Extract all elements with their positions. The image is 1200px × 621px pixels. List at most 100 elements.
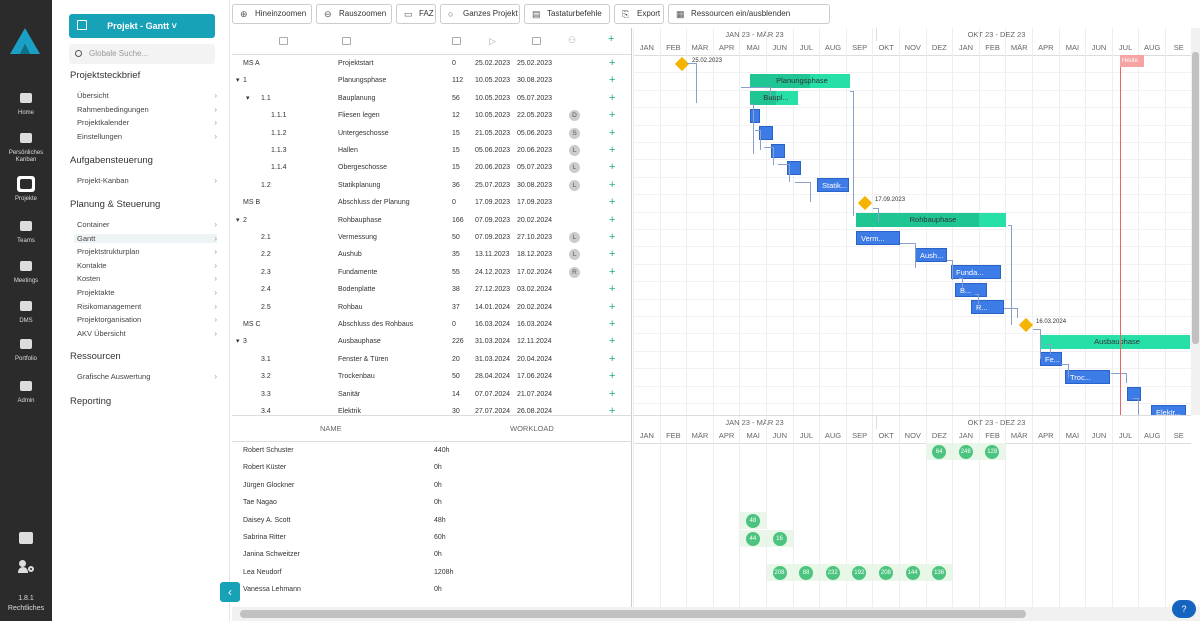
sidebar-item[interactable]: Einstellungen› (77, 132, 217, 141)
name-column-header[interactable]: NAME (320, 424, 342, 433)
app-logo[interactable] (8, 26, 42, 56)
sidebar-item[interactable]: Projekt-Kanban› (77, 176, 217, 185)
export-button[interactable]: ⎘Export (614, 4, 664, 24)
add-subtask-icon[interactable]: + (609, 248, 616, 261)
project-view-dropdown[interactable]: Projekt - Gantt ˅ (69, 14, 215, 38)
nav-item[interactable]: Projekte (0, 176, 52, 203)
legal-link[interactable]: Rechtliches (7, 605, 45, 612)
expand-toggle-icon[interactable]: ▾ (246, 94, 250, 102)
sidebar-item[interactable]: Risikomanagement› (77, 302, 217, 311)
sidebar-item[interactable]: Projektorganisation› (77, 315, 217, 324)
add-subtask-icon[interactable]: + (609, 178, 616, 191)
add-subtask-icon[interactable]: + (609, 57, 616, 69)
add-subtask-icon[interactable]: + (609, 74, 616, 87)
nav-item[interactable]: Admin (0, 378, 52, 405)
expand-toggle-icon[interactable]: ▾ (236, 77, 240, 85)
calendar-icon[interactable] (279, 37, 288, 45)
task-bar[interactable]: Aush... (915, 247, 947, 262)
help-icon[interactable]: ? (1172, 600, 1196, 618)
add-subtask-icon[interactable]: + (609, 283, 616, 296)
stop-icon[interactable] (532, 37, 541, 45)
user-settings-icon[interactable] (0, 560, 52, 578)
expand-toggle-icon[interactable]: ▾ (236, 338, 240, 346)
task-bar[interactable]: B... (955, 282, 987, 297)
sidebar-item[interactable]: Übersicht› (77, 91, 217, 100)
add-subtask-icon[interactable]: + (609, 352, 616, 365)
add-subtask-icon[interactable]: + (609, 405, 616, 415)
workload-cell[interactable]: 208 (766, 564, 793, 582)
add-subtask-icon[interactable]: + (609, 300, 616, 313)
workload-cell[interactable]: 232 (819, 564, 846, 582)
add-subtask-icon[interactable]: + (609, 370, 616, 383)
task-bar[interactable]: Verm... (856, 230, 900, 245)
workload-cell[interactable]: 136 (926, 564, 953, 582)
sidebar-item[interactable]: Projektstrukturplan› (77, 247, 217, 256)
add-subtask-icon[interactable]: + (609, 144, 616, 156)
milestone-diamond[interactable] (1018, 317, 1034, 332)
add-subtask-icon[interactable]: + (609, 161, 616, 174)
workload-column-header[interactable]: WORKLOAD (510, 424, 554, 433)
nav-item[interactable]: Persönliches Kanban (0, 130, 52, 164)
workload-cell[interactable]: 64 (926, 442, 953, 460)
nav-item[interactable]: Meetings (0, 258, 52, 285)
task-bar[interactable]: Fe... (1040, 352, 1062, 367)
nav-item[interactable]: Portfolio (0, 336, 52, 363)
task-bar[interactable]: Troc... (1065, 369, 1110, 384)
add-subtask-icon[interactable]: + (609, 335, 616, 348)
add-subtask-icon[interactable]: + (609, 231, 616, 243)
workload-cell[interactable]: 144 (899, 564, 926, 582)
sidebar-item[interactable]: Kosten› (77, 274, 217, 283)
summary-bar[interactable]: Ausbauphase (1040, 334, 1190, 349)
tastaturbefehle-button[interactable]: ▤Tastaturbefehle (524, 4, 610, 24)
workload-cell[interactable]: 128 (979, 442, 1006, 460)
summary-bar[interactable]: Planungsphase (750, 73, 850, 88)
scroll-thumb[interactable] (1192, 52, 1199, 344)
collapse-sidebar-button[interactable]: ‹ (220, 582, 240, 602)
sidebar-item[interactable]: Container› (77, 220, 217, 229)
add-subtask-icon[interactable]: + (609, 126, 616, 139)
faz-button[interactable]: ▭FAZ (396, 4, 436, 24)
sidebar-item[interactable]: Kontakte› (77, 261, 217, 270)
sidebar-item[interactable]: Projektkalender› (77, 118, 217, 127)
task-bar[interactable]: Funda... (951, 265, 1001, 280)
add-subtask-icon[interactable]: + (609, 318, 616, 330)
horizontal-scrollbar[interactable] (232, 607, 1200, 621)
workload-cell[interactable]: 48 (739, 512, 766, 530)
workload-cell[interactable]: 208 (872, 564, 899, 582)
play-icon[interactable]: ▷ (489, 36, 496, 46)
summary-bar[interactable]: Rohbauphase (856, 213, 1006, 228)
sidebar-item[interactable]: Gantt› (74, 233, 217, 243)
add-subtask-icon[interactable]: + (609, 387, 616, 400)
sidebar-item[interactable]: Grafische Auswertung› (77, 372, 217, 381)
sidebar-item[interactable]: Projektakte› (77, 288, 217, 297)
add-task-icon[interactable]: + (608, 33, 615, 45)
add-subtask-icon[interactable]: + (609, 265, 616, 278)
global-search-input[interactable]: Globale Suche... (69, 44, 215, 64)
add-subtask-icon[interactable]: + (609, 213, 616, 226)
